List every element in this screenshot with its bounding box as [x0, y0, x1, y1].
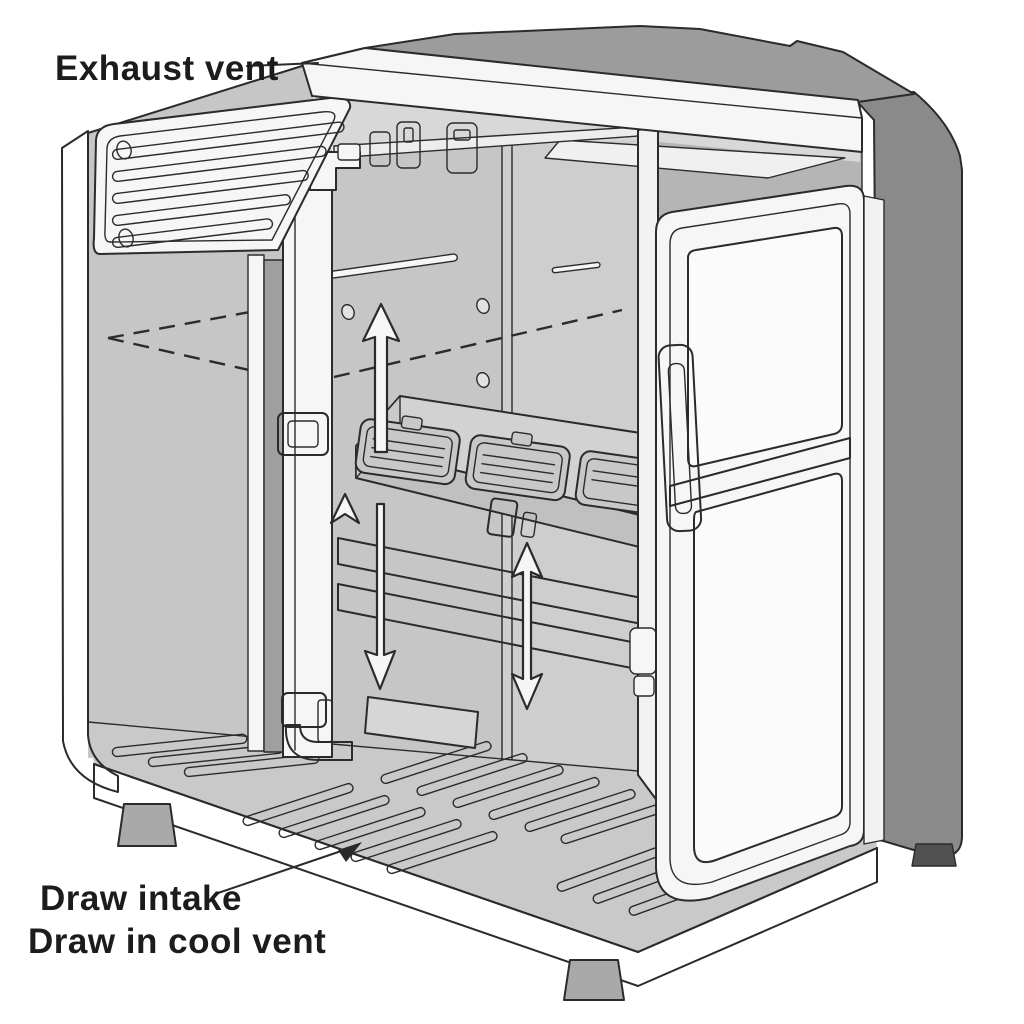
foot-right: [911, 843, 957, 867]
airflow-chevron: [329, 492, 361, 525]
front-bezel-strip: [863, 195, 885, 845]
top-panel: [301, 25, 915, 153]
frame-bracket: [629, 627, 657, 675]
screw-holes: [341, 297, 490, 389]
label-draw-in-cool-vent: Draw in cool vent: [28, 922, 326, 961]
pillar-mid-hinge: [277, 412, 329, 456]
intake-leader-arrow: [217, 842, 362, 894]
case-feet: [117, 803, 625, 1001]
exhaust-vent-grille: [92, 96, 352, 255]
label-draw-intake: Draw intake: [40, 879, 242, 918]
callout-leaders: [217, 62, 362, 894]
side-door: [655, 184, 885, 902]
hinge-pillar: [247, 143, 361, 761]
airflow-up-arrow: [361, 302, 401, 454]
door-divider: [669, 437, 851, 507]
airflow-arrows: [329, 302, 544, 711]
airflow-double-arrow: [510, 541, 544, 711]
fan-tray: [354, 395, 681, 553]
label-exhaust-vent: Exhaust vent: [55, 49, 279, 88]
door-lower-panel: [693, 472, 843, 864]
pillar-bottom-hinge: [281, 692, 353, 761]
airflow-down-arrow: [363, 502, 397, 691]
door-handle: [657, 343, 703, 533]
top-rail-clips: [369, 121, 478, 174]
floor-plate: [364, 696, 479, 749]
foot-front: [563, 959, 625, 1001]
door-upper-panel: [687, 226, 843, 468]
grille-slots: [111, 121, 345, 249]
outer-shell: [61, 130, 878, 987]
exhaust-leader-line: [246, 62, 319, 67]
tray-brackets: [486, 497, 538, 538]
fan-module-2: [464, 431, 571, 502]
foot-left: [117, 803, 177, 847]
